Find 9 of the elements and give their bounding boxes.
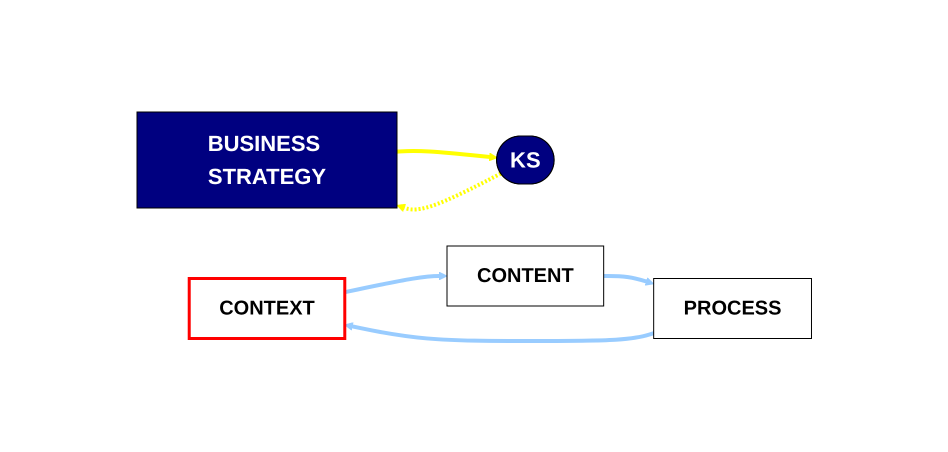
arrow (344, 322, 654, 342)
node-box: BUSINESS STRATEGY (136, 111, 398, 208)
node-box: PROCESS (652, 278, 812, 338)
node-box: CONTENT (446, 245, 604, 306)
arrow (396, 148, 498, 161)
node-box: CONTEXT (187, 276, 346, 340)
arrow (396, 171, 502, 212)
arrow (344, 271, 448, 294)
arrow (603, 274, 654, 286)
